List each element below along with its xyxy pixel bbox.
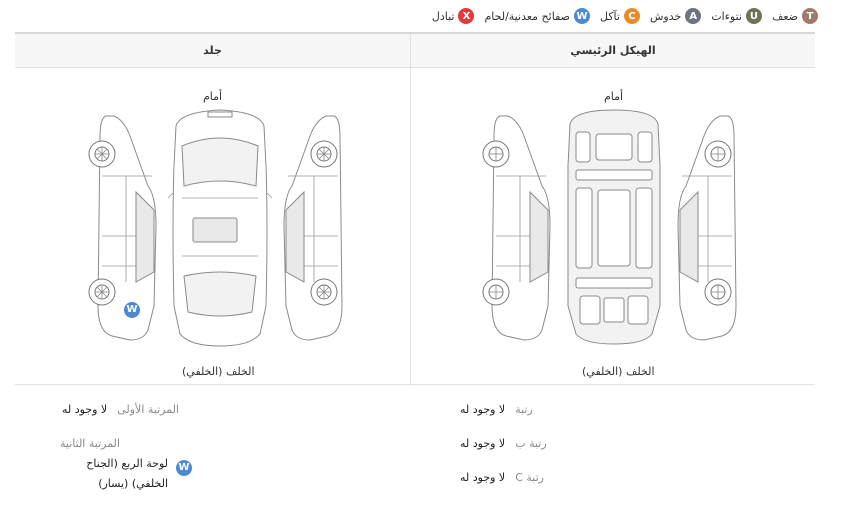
car-right-side [283, 115, 343, 341]
car-left-side [88, 115, 157, 341]
legend-badge-x-icon: X [458, 8, 475, 24]
skin-first-rank-row: المرتبة الأولى لا وجود له [62, 403, 179, 416]
frame-rear-label: الخلف (الخلفي) [582, 365, 655, 378]
legend-label: نتوءات [711, 9, 742, 23]
skin-front-label: أمام [203, 90, 223, 103]
legend-label: ضعف [771, 9, 798, 23]
skin-panel-title: جلد [203, 44, 222, 57]
skin-panel-header: جلد [15, 34, 410, 68]
details-divider [15, 384, 815, 385]
skin-second-rank-marker: W [176, 455, 192, 476]
car-exterior-diagram [88, 109, 343, 347]
legend-badge-a-icon: A [685, 8, 702, 24]
frame-top-view [567, 109, 661, 345]
panel-divider [410, 68, 411, 386]
legend-badge-w-icon: W [573, 8, 590, 24]
frame-front-label: أمام [604, 90, 624, 103]
frame-right-side [677, 115, 737, 341]
frame-rank-b-row: رتبة ب لا وجود له [460, 437, 547, 450]
damage-marker-w[interactable]: W [124, 297, 140, 318]
weld-badge-icon: W [176, 459, 192, 476]
frame-rank-a-row: رتبة لا وجود له [460, 403, 533, 416]
frame-rank-c-row: رتبة C لا وجود له [460, 471, 544, 484]
legend-item-t: T ضعف [772, 8, 818, 24]
frame-left-side [482, 115, 551, 341]
legend-label: صفائح معدنية/لحام [484, 9, 570, 23]
skin-second-rank-line1: لوحة الربع (الجناح [86, 457, 168, 470]
frame-rank-c-label: رتبة C [515, 471, 544, 484]
frame-rank-b-label: رتبة ب [515, 437, 547, 450]
legend-badge-u-icon: U [745, 8, 762, 24]
skin-second-rank-label: المرتبة الثانية [60, 437, 120, 450]
car-frame-diagram [482, 109, 737, 345]
car-top-view [167, 109, 273, 347]
skin-second-rank-line2: الخلفي) (يسار) [98, 477, 168, 490]
frame-panel-title: الهيكل الرئيسي [570, 44, 656, 57]
legend-badge-t-icon: T [802, 8, 818, 24]
frame-rank-a-label: رتبة [515, 403, 533, 416]
skin-rear-label: الخلف (الخلفي) [182, 365, 255, 378]
legend-label: تبادل [431, 9, 455, 23]
frame-panel-header: الهيكل الرئيسي [410, 34, 815, 68]
legend-label: خدوش [649, 9, 682, 23]
weld-marker-badge: W [124, 301, 140, 318]
skin-first-rank-label: المرتبة الأولى [117, 403, 179, 416]
skin-second-rank-detail: لوحة الربع (الجناح الخلفي) (يسار) [72, 454, 168, 494]
frame-rank-a-value: لا وجود له [460, 403, 506, 416]
legend-label: تآكل [599, 9, 620, 23]
legend-badge-c-icon: C [623, 8, 640, 24]
skin-first-rank-value: لا وجود له [62, 403, 108, 416]
inspection-panel: جلد الهيكل الرئيسي [15, 32, 815, 502]
frame-rank-c-value: لا وجود له [460, 471, 506, 484]
frame-rank-b-value: لا وجود له [460, 437, 506, 450]
